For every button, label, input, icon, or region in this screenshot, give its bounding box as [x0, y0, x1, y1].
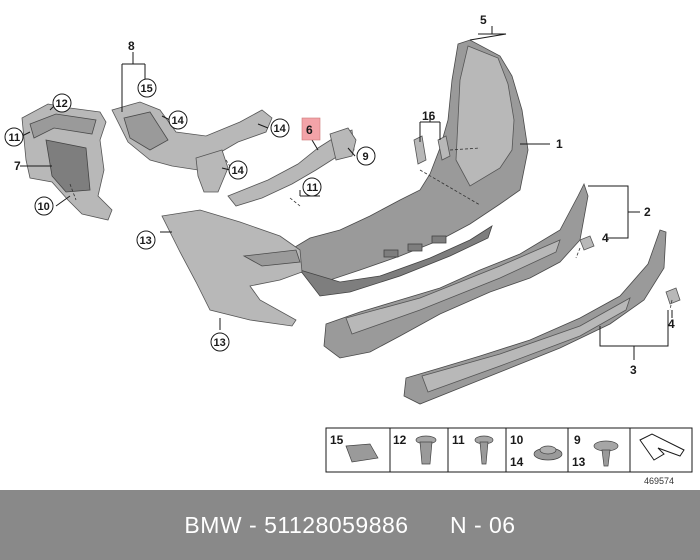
svg-text:12: 12	[393, 433, 407, 447]
fastener-legend: 15 12 11 10 14 9 13	[325, 427, 693, 486]
footer-part-number: 51128059886	[264, 511, 409, 538]
legend-cell-12: 12	[393, 433, 437, 465]
footer-position: N - 06	[449, 511, 516, 538]
bracket-part-7	[21, 103, 113, 221]
diffuser-part-3	[403, 229, 667, 405]
bumper-trim-part-1	[289, 39, 529, 297]
svg-text:15: 15	[330, 433, 344, 447]
callout-15: 15	[137, 78, 157, 98]
svg-text:10: 10	[510, 433, 524, 447]
footer-separator: -	[242, 511, 265, 538]
callout-13-a: 13	[136, 230, 156, 250]
callout-11-a: 11	[4, 127, 24, 147]
exploded-parts-diagram: 5 8 16 1 2 3 4 4 7 6 15 14 14 14 12 11 1…	[4, 13, 693, 486]
callout-6: 6	[306, 123, 313, 137]
svg-text:11: 11	[452, 433, 465, 447]
svg-text:11: 11	[307, 182, 319, 194]
part-info-bar: BMW - 51128059886 N - 06	[0, 490, 700, 560]
svg-text:14: 14	[172, 115, 185, 127]
callout-3: 3	[630, 363, 637, 377]
svg-text:12: 12	[56, 98, 68, 110]
callout-14-b: 14	[270, 118, 290, 138]
diagram-reference-number: 469574	[644, 476, 674, 486]
diffuser-part-2	[323, 182, 589, 359]
footer-brand: BMW	[184, 511, 243, 538]
callout-4-lower: 4	[668, 317, 675, 331]
svg-text:11: 11	[9, 132, 21, 144]
legend-cell-direction	[639, 433, 685, 461]
svg-text:14: 14	[510, 455, 524, 469]
screw-icon	[474, 435, 494, 465]
expanding-rivet-icon	[415, 435, 437, 465]
callout-6-highlighted: 6	[301, 117, 321, 141]
callout-11-b: 11	[302, 177, 322, 197]
callout-13-b: 13	[210, 332, 230, 352]
legend-cell-10-14: 10 14	[510, 433, 563, 469]
nut-clip-icon	[345, 443, 379, 463]
callout-2: 2	[644, 205, 651, 219]
svg-text:14: 14	[274, 123, 287, 135]
direction-arrow-icon	[639, 433, 685, 461]
callout-4-upper: 4	[602, 231, 609, 245]
callout-5: 5	[480, 13, 487, 27]
hex-nut-icon	[533, 445, 563, 461]
callout-14-c: 14	[228, 160, 248, 180]
svg-text:10: 10	[38, 201, 50, 213]
clip-part-4b	[665, 287, 681, 305]
callout-9: 9	[356, 146, 376, 166]
svg-text:13: 13	[140, 235, 152, 247]
push-clip-icon	[593, 440, 619, 467]
callout-12: 12	[52, 93, 72, 113]
bracket-part-14	[195, 149, 229, 193]
svg-text:9: 9	[363, 151, 369, 163]
callout-14-a: 14	[168, 110, 188, 130]
svg-text:13: 13	[214, 337, 226, 349]
legend-cell-9-13: 9 13	[572, 433, 619, 469]
callout-7: 7	[14, 159, 21, 173]
callout-16: 16	[422, 109, 436, 123]
carrier-part-9	[329, 127, 357, 161]
callout-1: 1	[556, 137, 563, 151]
svg-text:13: 13	[572, 455, 586, 469]
bracket-part-16	[413, 135, 451, 165]
bracket-part-8	[111, 101, 273, 171]
legend-cell-15: 15	[330, 433, 379, 463]
legend-cell-11: 11	[452, 433, 494, 465]
carrier-part-6	[227, 129, 355, 207]
svg-text:15: 15	[141, 83, 153, 95]
svg-text:14: 14	[232, 165, 245, 177]
bumper-trim-part-13	[161, 209, 303, 327]
clip-part-4a	[579, 235, 595, 251]
svg-text:9: 9	[574, 433, 581, 447]
callout-8: 8	[128, 39, 135, 53]
callout-10: 10	[34, 196, 54, 216]
